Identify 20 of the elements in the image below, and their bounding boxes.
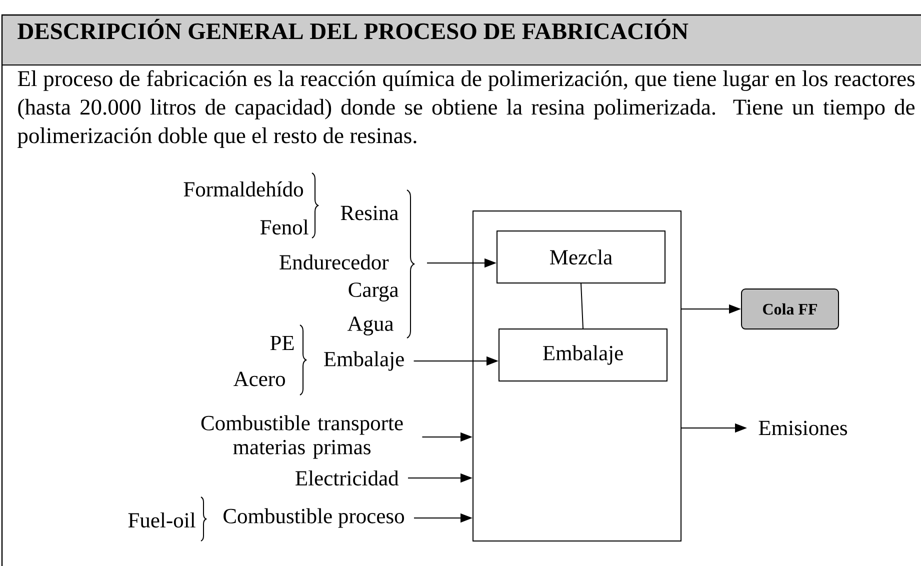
description-paragraph: El proceso de fabricación es la reacción química de polimerización, que tiene lugar en los reactores (hasta 20.000 litros de capacidad) donde se obtiene la resina polimerizada. Tiene un tiempo de polimerización doble que el resto de resinas. xyxy=(18,70,915,148)
label: Formaldehído xyxy=(184,181,303,197)
input-label: Embalaje xyxy=(324,351,404,371)
input-label: Electricidad xyxy=(296,470,399,486)
input-label: Combustible transporte materias primas xyxy=(201,415,403,459)
output-box: Cola FF xyxy=(741,288,839,330)
process-box: Mezcla xyxy=(496,230,666,284)
label: PE xyxy=(270,336,294,350)
label: Endurecedor xyxy=(280,254,389,270)
output-label: Emisiones xyxy=(758,420,848,436)
label: Acero xyxy=(233,372,285,386)
label: Fuel-oil xyxy=(128,512,196,528)
label: Resina xyxy=(340,206,398,220)
process-box: Embalaje xyxy=(498,328,668,382)
label: Fenol xyxy=(260,219,308,235)
title: DESCRIPCIÓN GENERAL DEL PROCESO DE FABRICACIÓN xyxy=(18,18,688,40)
label: Carga xyxy=(348,282,399,302)
label: Agua xyxy=(347,316,394,336)
process-box xyxy=(472,210,682,542)
input-label: Combustible proceso xyxy=(224,508,404,528)
